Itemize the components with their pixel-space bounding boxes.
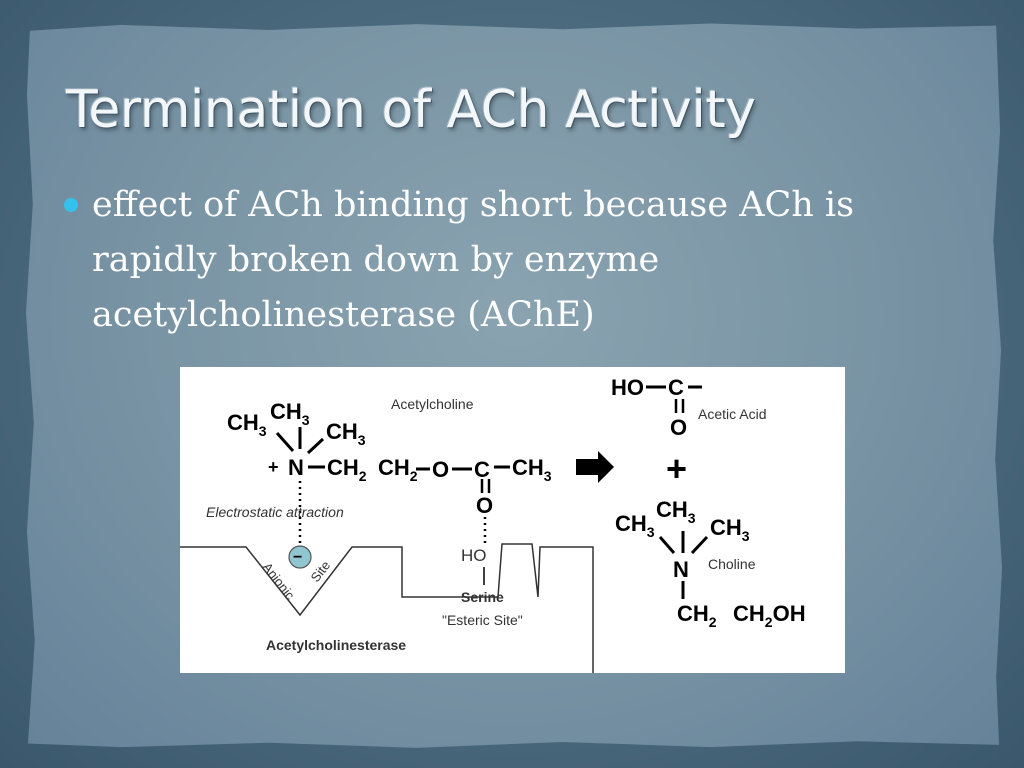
choline-methyl-top-label: CH3: [656, 497, 696, 526]
bullet-dot-icon: [64, 198, 78, 212]
enzyme-outline: [180, 543, 594, 673]
methyl-left-label: CH3: [227, 410, 267, 439]
reaction-arrow-icon: [576, 451, 614, 483]
bond-n-left: [275, 432, 295, 452]
acetic-acid-ho-label: HO: [611, 375, 644, 400]
choline-nitrogen-label: N: [673, 557, 689, 582]
choline-bond-left: [658, 536, 676, 554]
acetyl-methyl-label: CH3: [512, 455, 552, 484]
product-plus-icon: +: [666, 448, 687, 489]
anionic-label: Anionic: [260, 560, 298, 603]
ache-diagram: Acetylcholine CH3 CH3 CH3 + N CH2 CH2 O …: [180, 367, 845, 673]
choline-bond-right: [690, 535, 709, 555]
nitrogen-charge: +: [268, 457, 279, 477]
electrostatic-label: Electrostatic attraction: [206, 504, 344, 520]
ache-diagram-svg: Acetylcholine CH3 CH3 CH3 + N CH2 CH2 O …: [180, 375, 806, 673]
acetylcholine-label: Acetylcholine: [391, 396, 474, 412]
site-label: Site: [308, 558, 334, 585]
bullet-text: effect of ACh binding short because ACh …: [92, 185, 855, 335]
bullet-item: effect of ACh binding short because ACh …: [60, 178, 960, 343]
serine-hydroxyl-label: HO: [461, 546, 487, 565]
acetic-acid-oxygen-label: O: [670, 415, 687, 440]
choline-ch2-first-label: CH2: [677, 601, 717, 630]
carbonyl-carbon-label: C: [474, 457, 490, 482]
anionic-site-charge: [288, 545, 312, 569]
ester-oxygen-label: O: [432, 457, 449, 482]
choline-methyl-left-label: CH3: [615, 511, 655, 540]
anionic-minus-label: −: [293, 549, 302, 566]
serine-label: Serine: [461, 589, 504, 605]
enzyme-label: Acetylcholinesterase: [266, 637, 406, 653]
choline-label: Choline: [708, 556, 756, 572]
ch2-first-label: CH2: [327, 455, 367, 484]
bullet-list: effect of ACh binding short because ACh …: [60, 178, 960, 343]
methyl-top-label: CH3: [270, 399, 310, 428]
methyl-right-label: CH3: [326, 419, 366, 448]
bond-n-right: [306, 437, 325, 455]
choline-methyl-right-label: CH3: [710, 515, 750, 544]
ch2-second-label: CH2: [378, 455, 418, 484]
nitrogen-label: N: [288, 455, 304, 480]
esteric-site-label: "Esteric Site": [442, 612, 523, 628]
acetic-acid-label: Acetic Acid: [698, 406, 766, 422]
acetic-acid-carbon-label: C: [668, 375, 684, 400]
carbonyl-oxygen-label: O: [476, 493, 493, 518]
choline-ch2oh-label: CH2OH: [733, 601, 806, 630]
slide-title: Termination of ACh Activity: [66, 80, 756, 140]
